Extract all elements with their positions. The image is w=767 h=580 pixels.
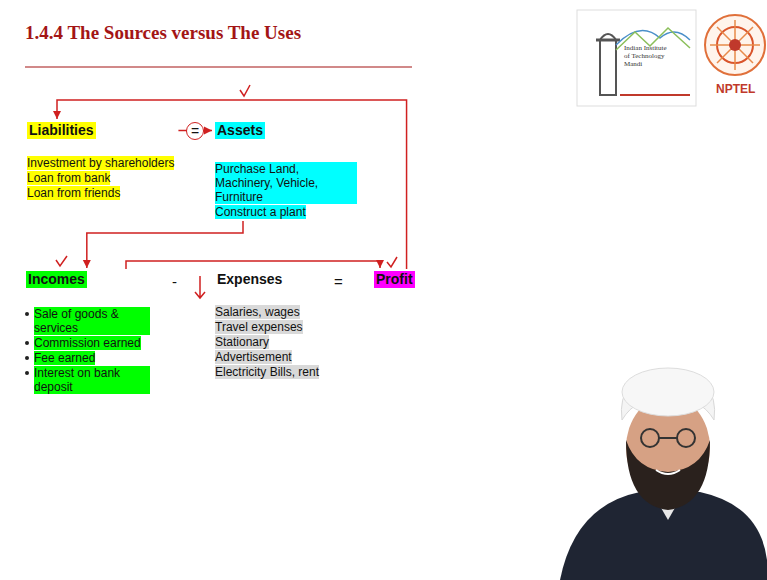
logo-text: NPTEL [716, 82, 755, 96]
heading-label: Incomes [26, 271, 87, 288]
list-item: Advertisement [215, 350, 292, 364]
list-item: Interest on bank deposit [34, 366, 150, 394]
list-item: Sale of goods & services [34, 307, 150, 335]
heading-label: Assets [215, 122, 265, 139]
list-item: Travel expenses [215, 320, 303, 334]
list-item: Commission earned [34, 336, 141, 350]
presenter [560, 368, 767, 580]
heading-group: ExpensesSalaries, wagesTravel expensesSt… [215, 271, 319, 379]
list-item: Salaries, wages [215, 305, 300, 319]
list-item: Stationary [215, 335, 269, 349]
heading-group: LiabilitiesInvestment by shareholdersLoa… [27, 122, 174, 200]
heading-label: Profit [374, 271, 415, 288]
list-item: Fee earned [34, 351, 95, 365]
slide-title: 1.4.4 The Sources versus The Uses [25, 22, 301, 44]
heading-group: AssetsPurchase Land, Machinery, Vehicle,… [215, 122, 357, 219]
list-item: Investment by shareholders [27, 156, 174, 170]
heading-group: Profit [374, 271, 415, 288]
edge-label: = [186, 122, 204, 140]
title-underline [25, 66, 412, 67]
logo-text: Indian Institute of Technology Mandi [624, 44, 670, 68]
operator-symbol: = [334, 273, 343, 290]
list-item: Purchase Land, Machinery, Vehicle, Furni… [215, 162, 357, 204]
list-item: Loan from friends [27, 186, 120, 200]
list-item: Construct a plant [215, 205, 306, 219]
heading-group: IncomesSale of goods & servicesCommissio… [26, 271, 150, 395]
heading-label: Expenses [215, 271, 284, 288]
institute-logo [577, 10, 696, 106]
nptel-logo [705, 15, 765, 75]
list-item: Electricity Bills, rent [215, 365, 319, 379]
operator-symbol: - [172, 273, 177, 290]
flow-arrow [126, 260, 384, 269]
heading-label: Liabilities [27, 122, 96, 139]
list-item: Loan from bank [27, 171, 110, 185]
